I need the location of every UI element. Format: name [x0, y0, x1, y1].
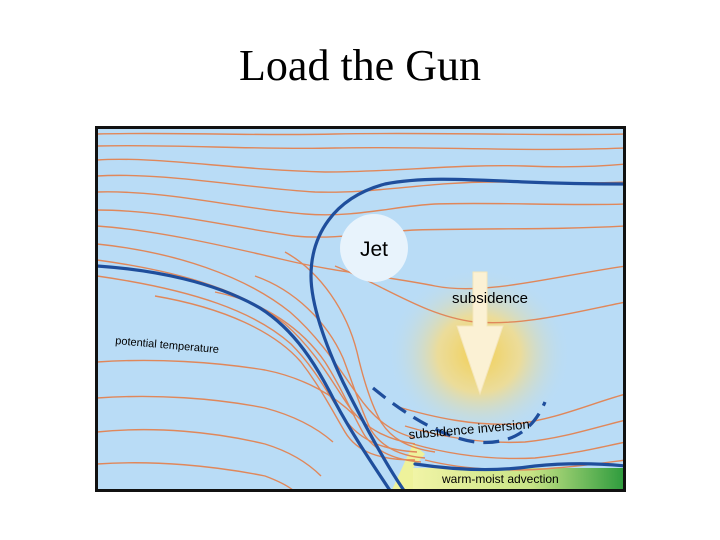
atmospheric-diagram: Jet subsidence potential temperature sub…	[95, 126, 626, 492]
jet-label: Jet	[360, 238, 388, 261]
isentropes-lower	[97, 265, 624, 490]
subsidence-inversion-line	[371, 386, 547, 445]
warm-moist-advection-label: warm-moist advection	[441, 472, 559, 486]
diagram-frame	[95, 126, 626, 492]
warm-moist-advection-band	[413, 468, 624, 490]
isentropes-frontal	[97, 243, 436, 463]
jet-circle	[340, 214, 408, 282]
tropopause-lines	[97, 177, 624, 490]
subsidence-arrow	[456, 271, 504, 396]
slide-title: Load the Gun	[239, 41, 481, 90]
advection-wedge	[391, 444, 425, 490]
subsidence-label: subsidence	[452, 290, 528, 307]
